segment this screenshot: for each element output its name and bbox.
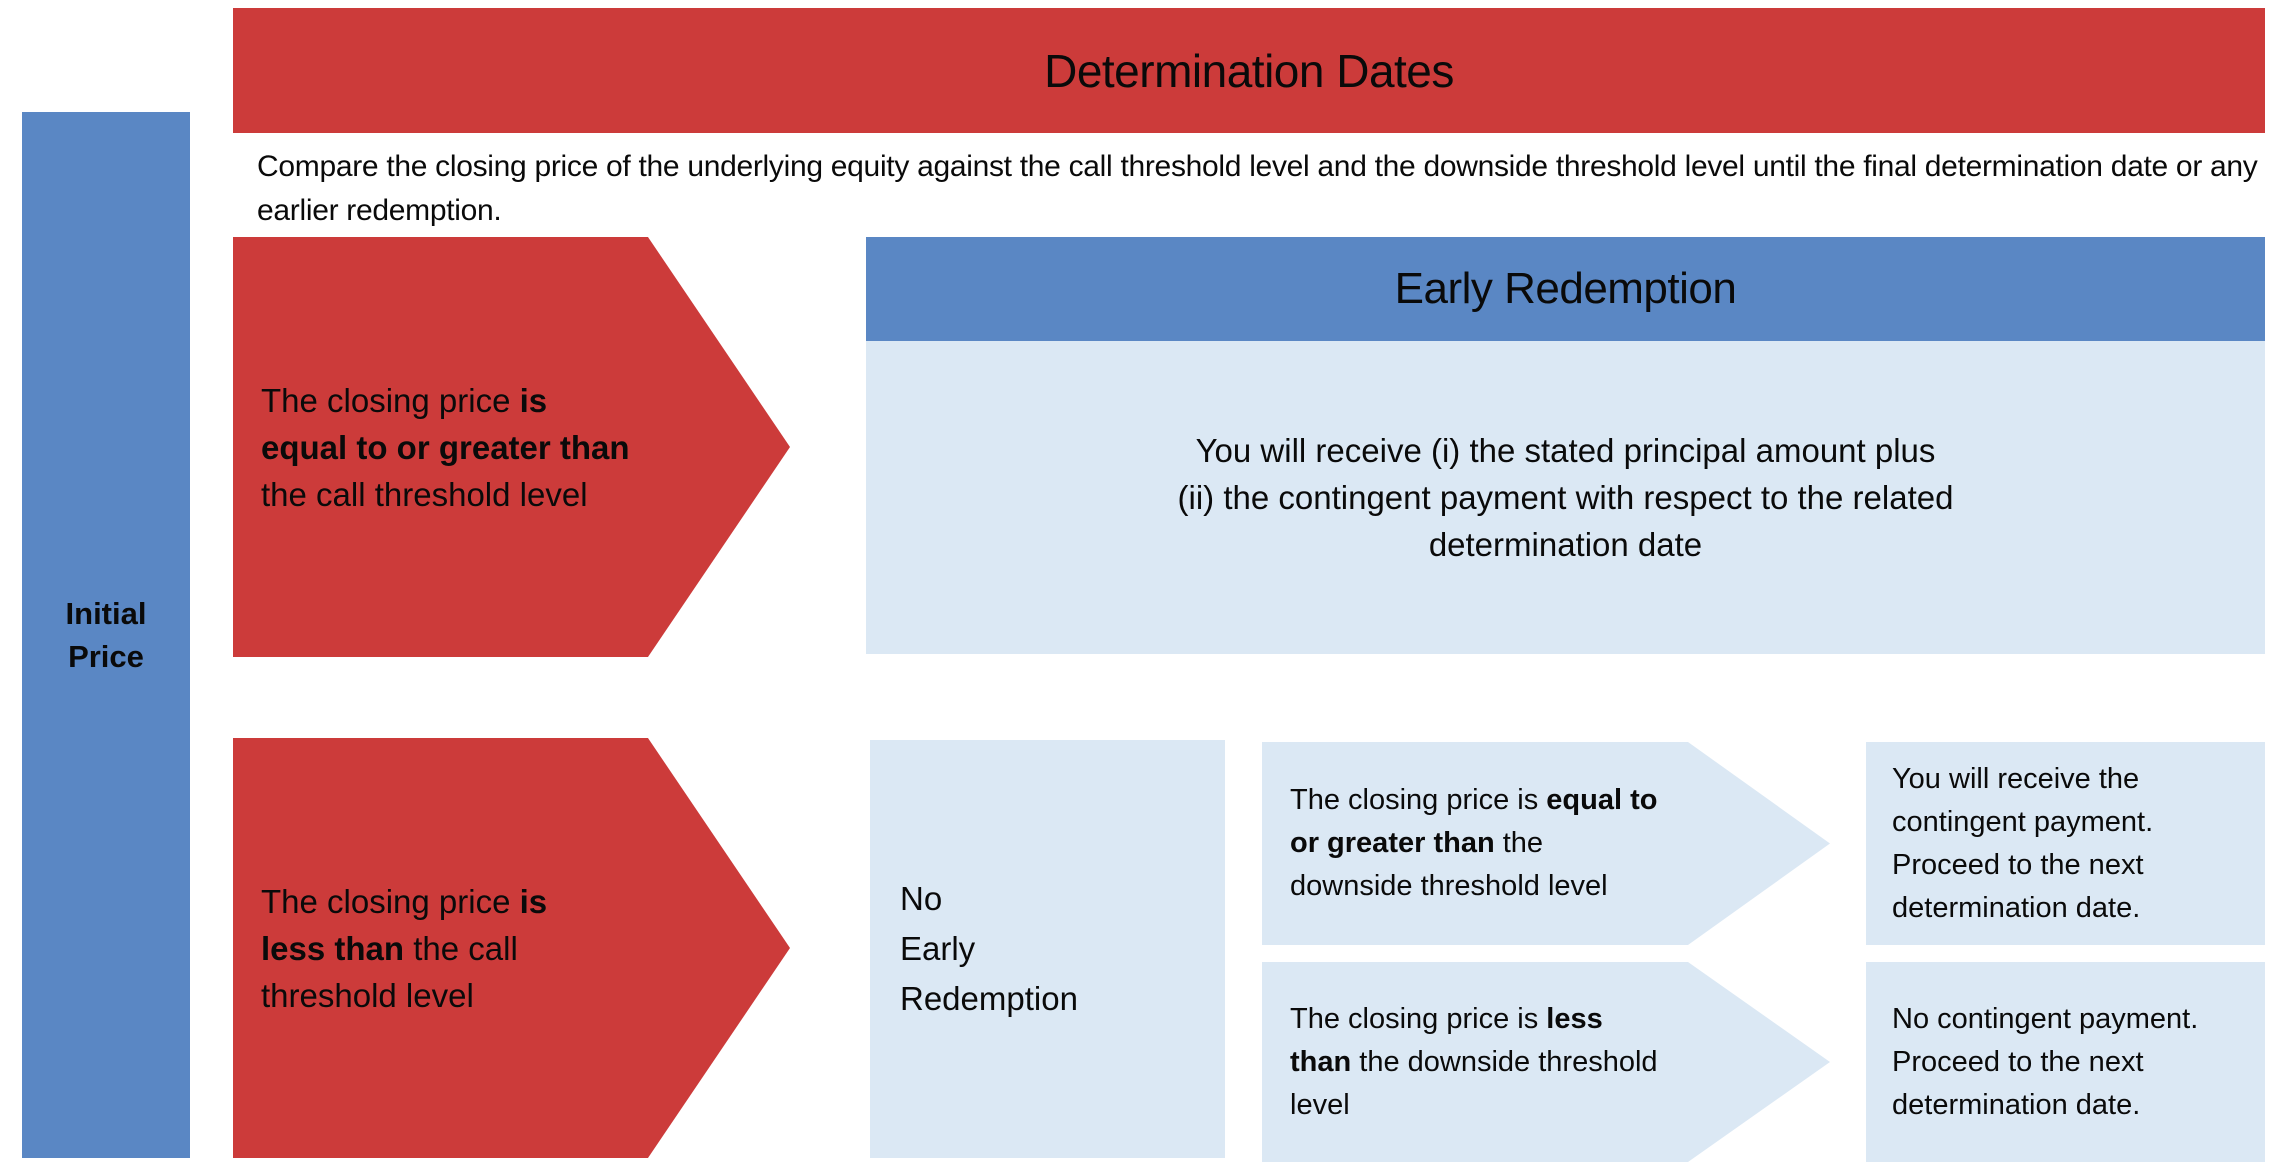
early-redemption-outcome: You will receive (i) the stated principa… xyxy=(866,341,2265,654)
outcome-contingent-payment-text: You will receive the contingent payment.… xyxy=(1892,762,2154,924)
outcome-box-no-contingent-payment: No contingent payment. Proceed to the ne… xyxy=(1866,962,2265,1162)
no-early-redemption-label: No Early Redemption xyxy=(900,880,1078,1017)
determination-dates-title: Determination Dates xyxy=(1044,44,1454,97)
determination-dates-header: Determination Dates xyxy=(233,8,2265,133)
outcome-no-contingent-payment-text: No contingent payment. Proceed to the ne… xyxy=(1892,1002,2199,1121)
initial-price-bar: Initial Price xyxy=(22,112,190,1158)
no-early-redemption-box: No Early Redemption xyxy=(870,740,1225,1158)
initial-price-label: Initial Price xyxy=(65,596,147,674)
early-redemption-title: Early Redemption xyxy=(1394,264,1737,313)
early-redemption-header: Early Redemption xyxy=(866,237,2265,341)
outcome-box-contingent-payment: You will receive the contingent payment.… xyxy=(1866,742,2265,945)
intro-text: Compare the closing price of the underly… xyxy=(257,150,2258,227)
